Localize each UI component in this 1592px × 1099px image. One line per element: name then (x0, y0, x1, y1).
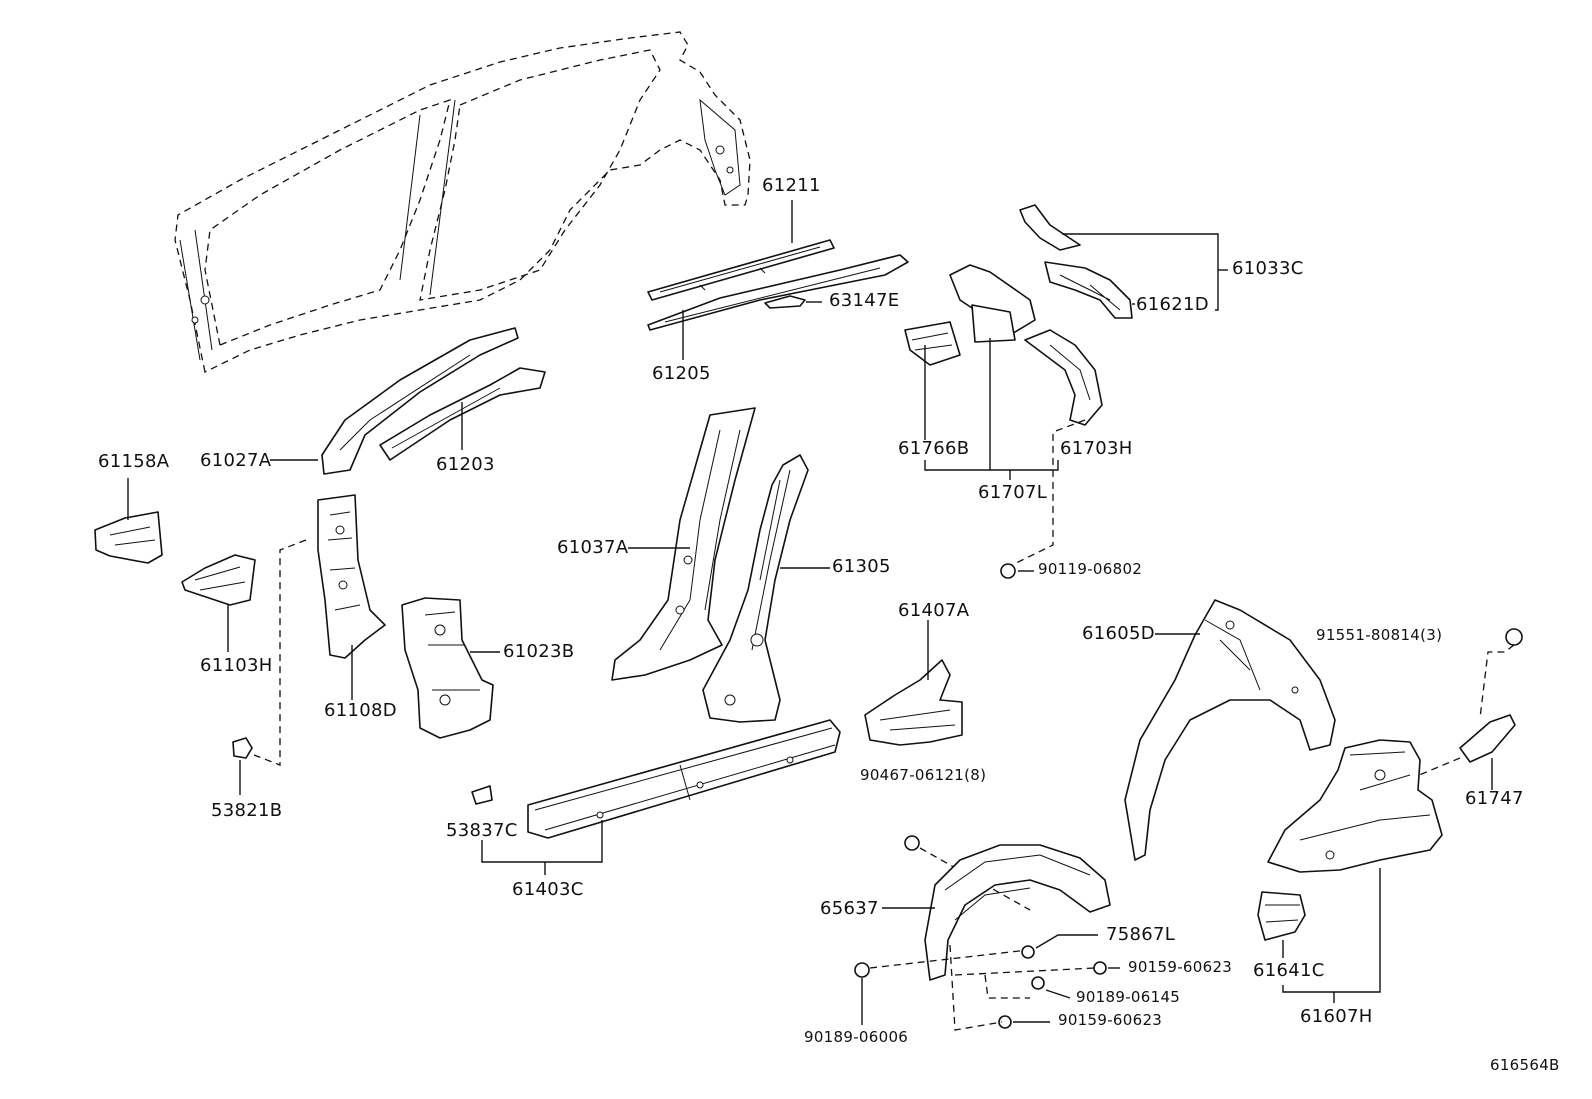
part-65637-fender-liner (882, 844, 1111, 981)
part-61607H-wheelhouse-inner (1267, 739, 1443, 1003)
label-65637: 65637 (820, 898, 879, 919)
part-61033C-group (1019, 204, 1228, 319)
label-61407A: 61407A (898, 600, 970, 621)
label-61607H: 61607H (1300, 1006, 1373, 1027)
part-61707L-group (904, 264, 1103, 566)
label-61037A: 61037A (557, 537, 629, 558)
body-side-outer-panel (174, 31, 751, 373)
label-53821B: 53821B (211, 800, 283, 821)
label-61211: 61211 (762, 175, 821, 196)
label-61103H: 61103H (200, 655, 273, 676)
label-61033C: 61033C (1232, 258, 1304, 279)
figure-id: 616564B (1490, 1056, 1560, 1074)
part-61023B (401, 597, 500, 739)
label-61621D: 61621D (1136, 294, 1209, 315)
label-75867L: 75867L (1106, 924, 1176, 945)
label-61707L: 61707L (978, 482, 1048, 503)
bolt-91551-80814-icon (1479, 628, 1523, 719)
label-61766B: 61766B (898, 438, 970, 459)
label-61205: 61205 (652, 363, 711, 384)
part-61027A-front-pillar (270, 327, 519, 475)
part-53821B-clip (232, 737, 253, 795)
label-90159-60623-b: 90159-60623 (1058, 1011, 1163, 1029)
part-61305-center-pillar-inner (702, 454, 830, 723)
part-61407A (864, 620, 963, 746)
label-53837C: 53837C (446, 820, 518, 841)
part-61403C-rocker (481, 719, 841, 875)
label-61027A: 61027A (200, 450, 272, 471)
label-90119-06802: 90119-06802 (1038, 560, 1143, 578)
part-61203 (379, 367, 546, 461)
label-61108D: 61108D (324, 700, 397, 721)
part-61037A-center-pillar (611, 407, 756, 681)
label-90189-06006: 90189-06006 (804, 1028, 909, 1046)
label-61747: 61747 (1465, 788, 1524, 809)
label-61203: 61203 (436, 454, 495, 475)
part-53837C-clip (471, 785, 493, 805)
label-61641C: 61641C (1253, 960, 1325, 981)
part-61605D-quarter-panel (1124, 599, 1336, 861)
part-61211-roof-rail (647, 200, 835, 301)
part-61747 (1411, 714, 1516, 790)
bolt-90119-06802-icon (1000, 563, 1034, 579)
label-91551-80814: 91551-80814(3) (1316, 626, 1443, 644)
part-61205-roof-side-rail (647, 254, 909, 360)
fasteners-bottom (854, 934, 1120, 1031)
label-90159-60623-a: 90159-60623 (1128, 958, 1233, 976)
label-61158A: 61158A (98, 451, 170, 472)
label-90467-06121: 90467-06121(8) (860, 766, 987, 784)
label-61703H: 61703H (1060, 438, 1133, 459)
label-61605D: 61605D (1082, 623, 1155, 644)
label-61023B: 61023B (503, 641, 575, 662)
part-61158A (94, 478, 163, 564)
part-61103H (181, 554, 256, 652)
label-61403C: 61403C (512, 879, 584, 900)
part-61108D (253, 494, 386, 766)
part-61641C (1257, 891, 1306, 958)
label-90189-06145: 90189-06145 (1076, 988, 1181, 1006)
part-63147E-bracket (764, 295, 822, 309)
label-63147E: 63147E (829, 290, 900, 311)
label-61305: 61305 (832, 556, 891, 577)
